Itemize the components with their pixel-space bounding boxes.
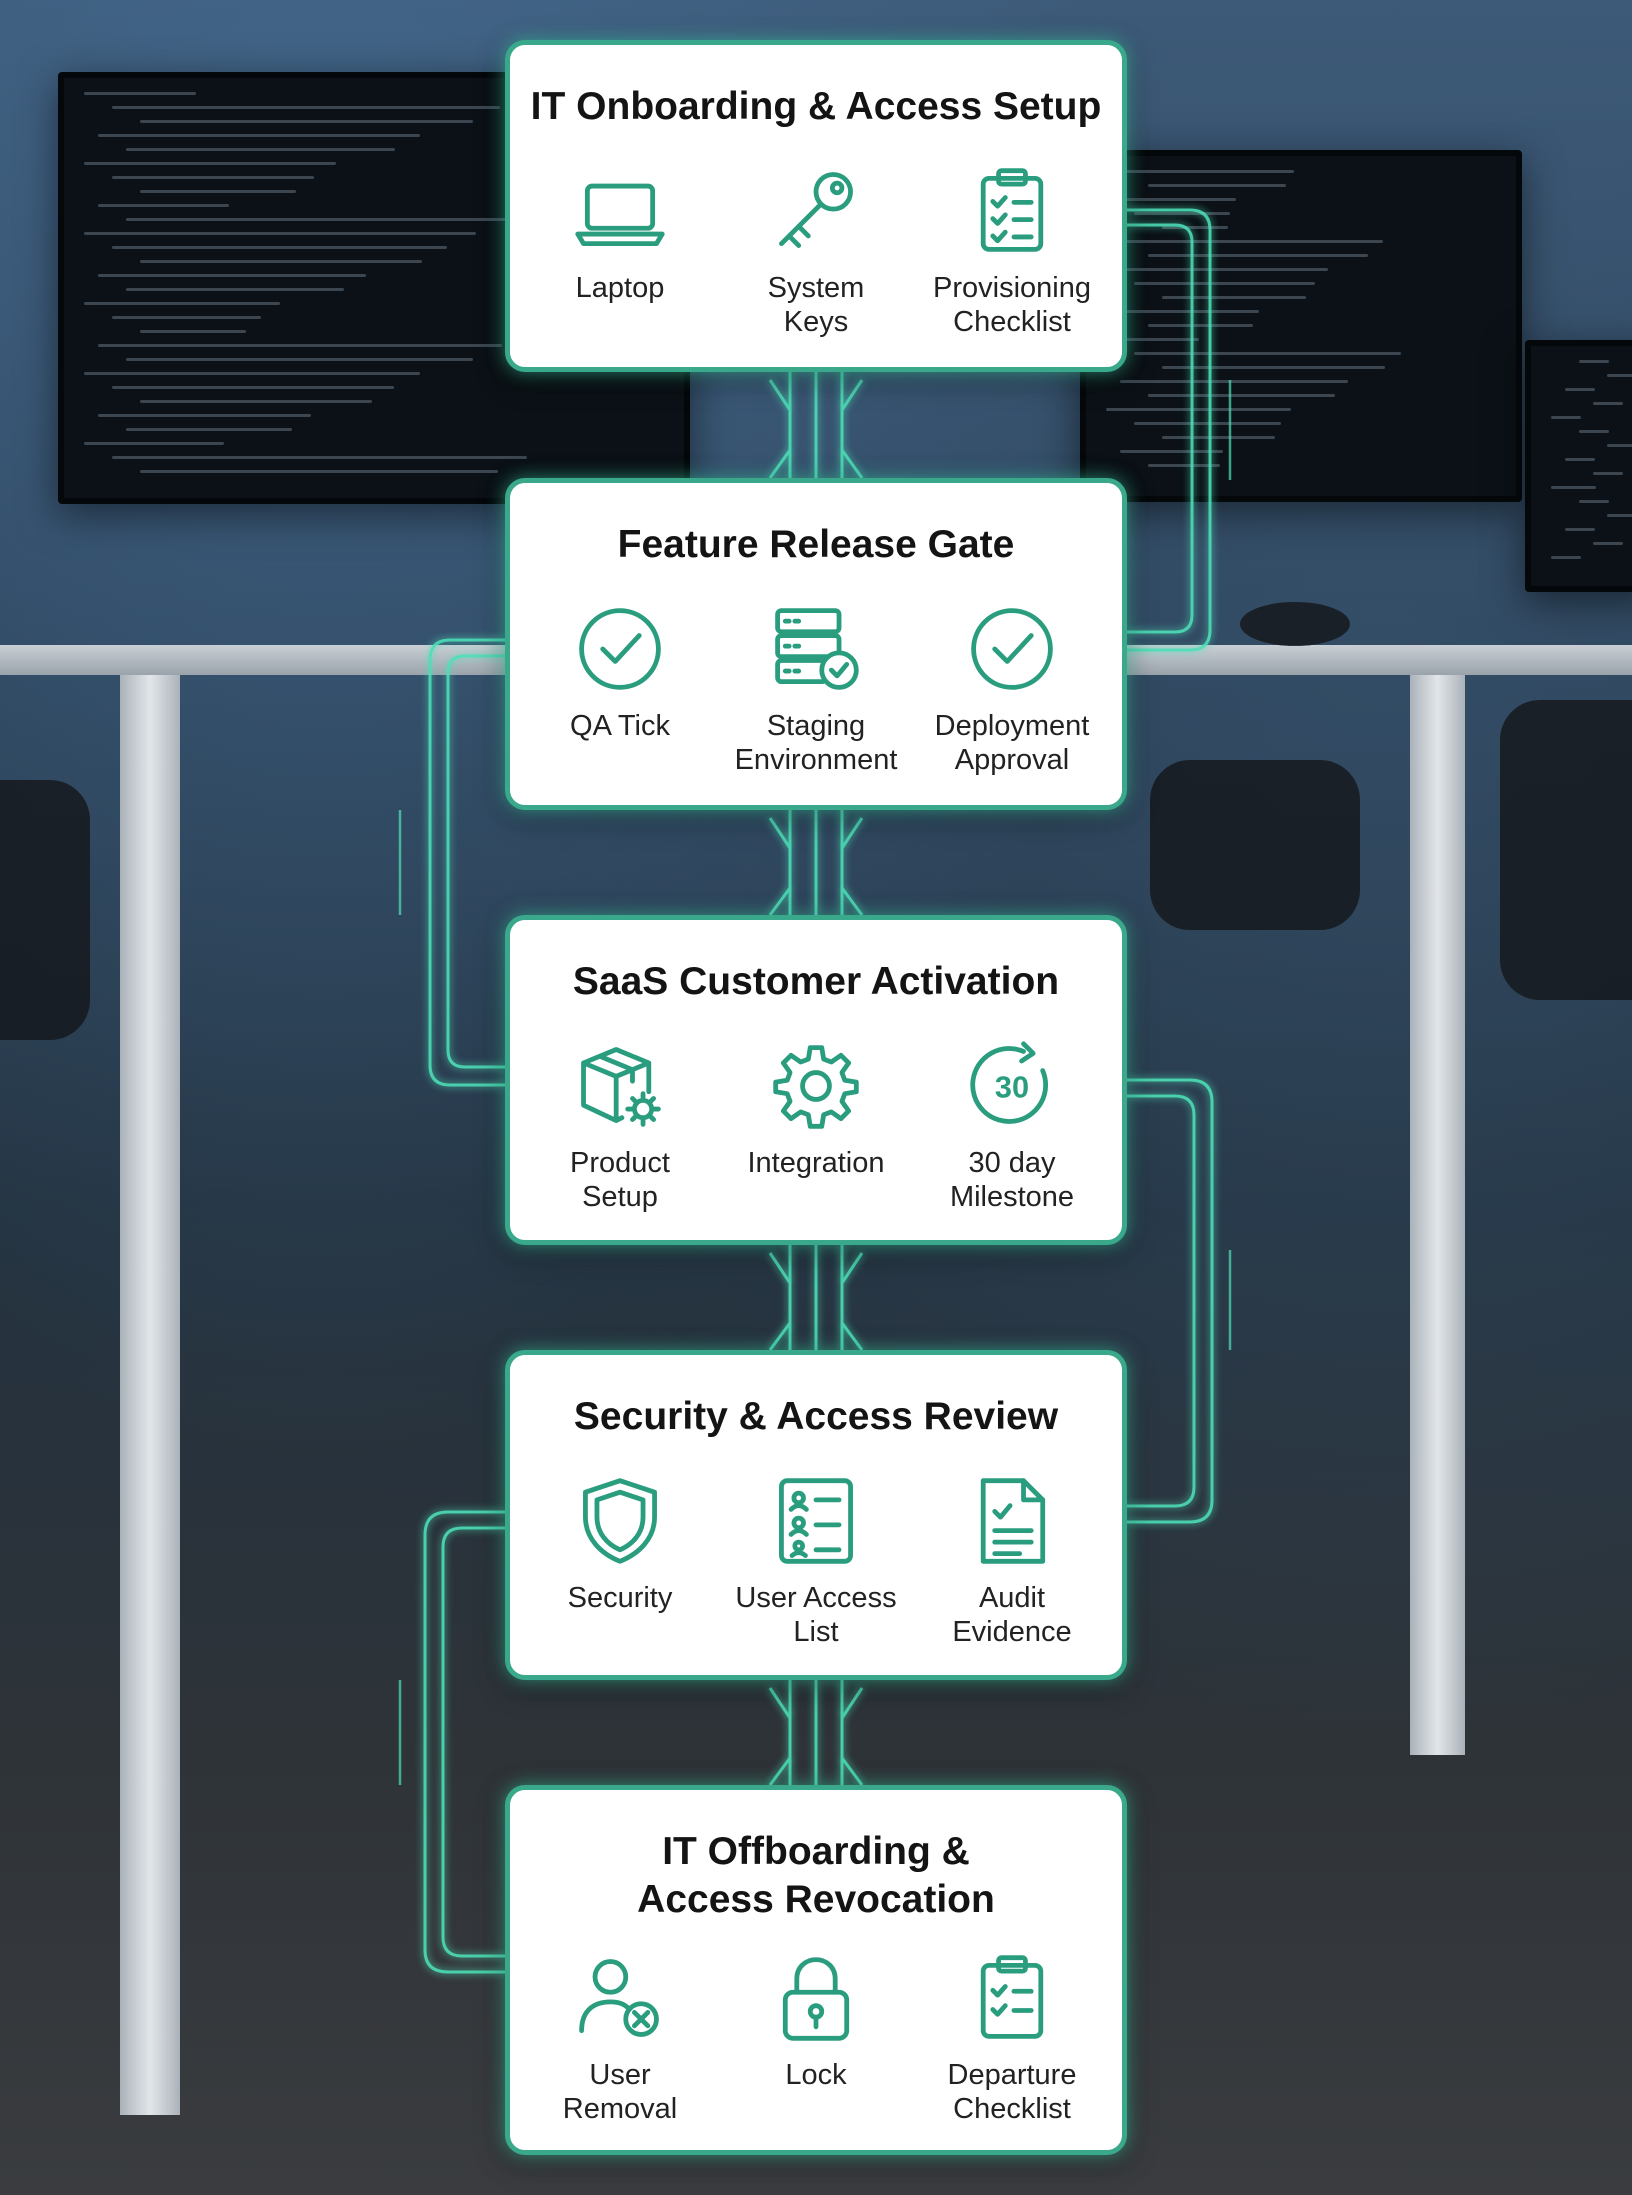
icon-row: QA Tick Staging Environment Deployment A… xyxy=(510,601,1122,777)
spine-3 xyxy=(770,1245,862,1350)
stage-title: Security & Access Review xyxy=(530,1393,1102,1441)
item-security: Security xyxy=(525,1473,715,1649)
stage-card-it-offboarding: IT Offboarding & Access Revocation User … xyxy=(505,1785,1127,2155)
stage-title: IT Offboarding & Access Revocation xyxy=(530,1828,1102,1924)
icon-row: Security User Access List Audit Evidence xyxy=(510,1473,1122,1649)
laptop-icon xyxy=(572,163,668,259)
box-gear-icon xyxy=(572,1038,668,1134)
stage-title: SaaS Customer Activation xyxy=(530,958,1102,1006)
icon-row: Product Setup Integration 30 30 day Mile… xyxy=(510,1038,1122,1214)
item-qa-tick: QA Tick xyxy=(525,601,715,777)
loop-right-2 xyxy=(1127,1080,1212,1522)
item-system-keys: System Keys xyxy=(721,163,911,339)
item-integration: Integration xyxy=(721,1038,911,1214)
clipboard-checklist-icon xyxy=(964,163,1060,259)
stage-title: Feature Release Gate xyxy=(530,521,1102,569)
stage-title: IT Onboarding & Access Setup xyxy=(530,83,1102,131)
server-check-icon xyxy=(768,601,864,697)
icon-row: Laptop System Keys Provisioning Checklis… xyxy=(510,163,1122,339)
gear-icon xyxy=(768,1038,864,1134)
item-deployment-approval: Deployment Approval xyxy=(917,601,1107,777)
item-user-access-list: User Access List xyxy=(721,1473,911,1649)
item-user-removal: User Removal xyxy=(525,1950,715,2126)
icon-row: User Removal Lock Departure Checklist xyxy=(510,1950,1122,2126)
item-30-day-milestone: 30 30 day Milestone xyxy=(917,1038,1107,1214)
user-remove-icon xyxy=(572,1950,668,2046)
check-circle-icon xyxy=(572,601,668,697)
item-product-setup: Product Setup xyxy=(525,1038,715,1214)
circular-30-icon: 30 xyxy=(964,1038,1060,1134)
item-audit-evidence: Audit Evidence xyxy=(917,1473,1107,1649)
loop-left-2 xyxy=(425,1512,505,1972)
item-staging-environment: Staging Environment xyxy=(721,601,911,777)
user-list-icon xyxy=(768,1473,864,1569)
item-lock: Lock xyxy=(721,1950,911,2126)
lock-icon xyxy=(768,1950,864,2046)
stage-card-it-onboarding: IT Onboarding & Access Setup Laptop Syst… xyxy=(505,40,1127,372)
loop-right-1 xyxy=(1127,210,1210,650)
spine-4 xyxy=(770,1680,862,1785)
spine-2 xyxy=(770,810,862,915)
check-circle-icon xyxy=(964,601,1060,697)
loop-left-1 xyxy=(430,640,505,1085)
stage-card-feature-release: Feature Release Gate QA Tick Staging Env… xyxy=(505,478,1127,810)
item-departure-checklist: Departure Checklist xyxy=(917,1950,1107,2126)
item-laptop: Laptop xyxy=(525,163,715,339)
shield-icon xyxy=(572,1473,668,1569)
svg-text:30: 30 xyxy=(995,1070,1029,1105)
item-provisioning-checklist: Provisioning Checklist xyxy=(917,163,1107,339)
spine-1 xyxy=(770,372,862,478)
stage-card-security-review: Security & Access Review Security User A… xyxy=(505,1350,1127,1680)
key-icon xyxy=(768,163,864,259)
document-check-icon xyxy=(964,1473,1060,1569)
clipboard-checklist-icon xyxy=(964,1950,1060,2046)
stage-card-saas-activation: SaaS Customer Activation Product Setup I… xyxy=(505,915,1127,1245)
